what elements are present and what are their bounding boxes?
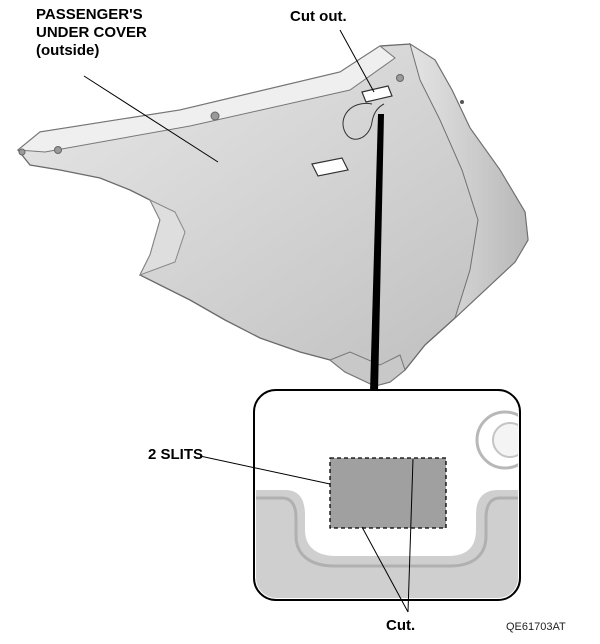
cut-out-window xyxy=(361,85,393,103)
slit-cut-area xyxy=(329,457,447,529)
slits-leader-line xyxy=(199,455,331,485)
slits-label: 2 SLITS xyxy=(148,446,204,463)
cut-out-label: Cut out. xyxy=(290,8,347,25)
zoom-connector xyxy=(370,114,384,392)
cut-out-leader-line xyxy=(339,29,375,93)
cover-label-line3: (outside) xyxy=(36,42,100,59)
figure-code: QE61703AT xyxy=(506,621,566,633)
wire-loop xyxy=(342,102,385,140)
cover-leader-line xyxy=(83,75,219,163)
lower-window xyxy=(311,157,349,177)
under-cover-panel xyxy=(16,42,529,387)
passenger-under-cover-label: PASSENGER'S UNDER COVER (outside) xyxy=(36,6,147,60)
cut-leader-line-right xyxy=(407,458,414,613)
cover-label-line2: UNDER COVER xyxy=(36,24,147,41)
cut-label: Cut. xyxy=(386,617,416,634)
cover-label-line1: PASSENGER'S xyxy=(36,6,143,23)
detail-inset xyxy=(253,389,521,601)
cut-leader-line-left xyxy=(361,526,409,613)
